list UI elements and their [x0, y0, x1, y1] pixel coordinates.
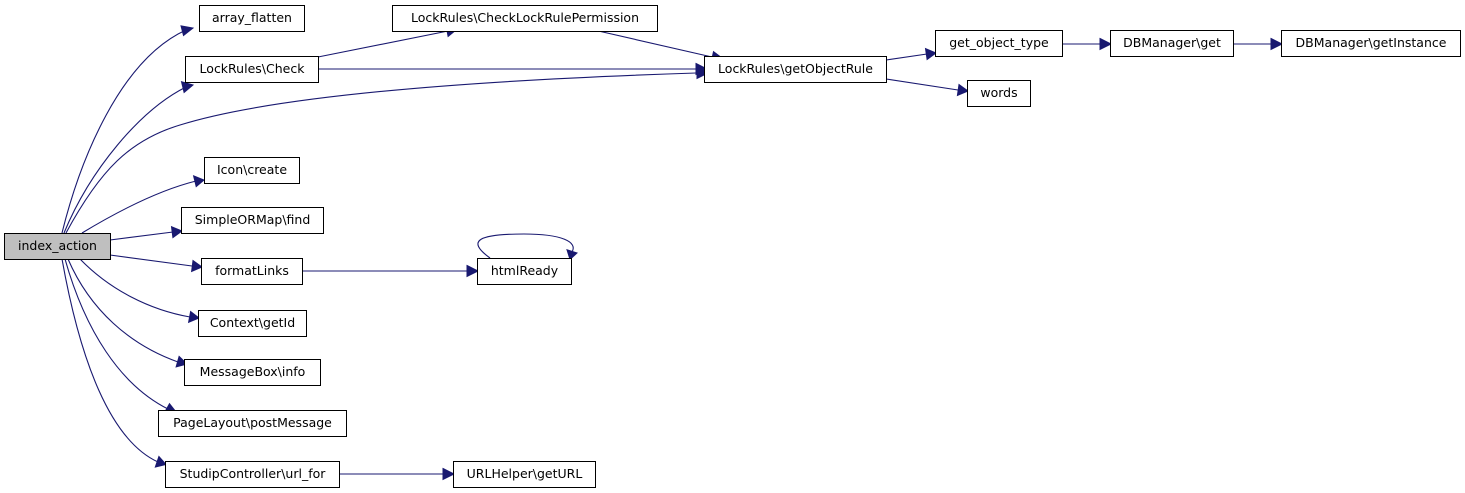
edge-index-action-to-studipcontroller-url-for	[61, 258, 167, 468]
node-urlhelper-geturl[interactable]: URLHelper\getURL	[453, 461, 596, 488]
node-label: index_action	[18, 238, 97, 253]
node-label: SimpleORMap\find	[195, 212, 311, 227]
node-simpleormap-find[interactable]: SimpleORMap\find	[181, 207, 324, 234]
node-label: LockRules\Check	[200, 61, 306, 76]
edge-checklockrulepermission-to-getobjectrule	[593, 29, 724, 64]
edge-htmlready-self-loop	[477, 233, 578, 261]
node-label: DBManager\get	[1123, 35, 1221, 50]
edge-url-for-to-urlhelper-geturl	[339, 467, 456, 481]
node-formatlinks[interactable]: formatLinks	[201, 258, 303, 285]
node-label: URLHelper\getURL	[467, 466, 583, 481]
edge-index-action-to-pagelayout-postmessage	[64, 258, 178, 413]
edge-get-object-type-to-dbmanager-get	[1062, 37, 1113, 51]
edge-index-action-to-array-flatten	[61, 25, 195, 234]
node-label: get_object_type	[949, 35, 1049, 50]
node-label: htmlReady	[491, 263, 559, 278]
node-getobjectrule[interactable]: LockRules\getObjectRule	[704, 56, 887, 83]
edge-dbmanager-get-to-getinstance	[1233, 37, 1284, 51]
node-label: MessageBox\info	[200, 364, 306, 379]
node-label: PageLayout\postMessage	[173, 415, 332, 430]
edge-index-action-to-icon-create	[81, 175, 205, 234]
node-studipcontroller-url-for[interactable]: StudipController\url_for	[165, 461, 340, 488]
node-label: LockRules\CheckLockRulePermission	[411, 10, 639, 25]
node-label: words	[980, 85, 1017, 100]
node-dbmanager-get[interactable]: DBManager\get	[1110, 30, 1234, 57]
edge-index-action-to-lockrules-check	[63, 80, 195, 234]
node-label: Context\getId	[210, 315, 295, 330]
node-label: DBManager\getInstance	[1296, 35, 1447, 50]
edge-check-to-getobjectrule	[318, 62, 709, 76]
node-words[interactable]: words	[967, 80, 1031, 107]
edge-index-action-to-messagebox-info	[67, 258, 188, 368]
node-index-action[interactable]: index_action	[4, 233, 111, 260]
node-lockrules-check[interactable]: LockRules\Check	[185, 56, 319, 83]
node-get-object-type[interactable]: get_object_type	[935, 30, 1063, 57]
node-context-getid[interactable]: Context\getId	[198, 310, 307, 337]
node-icon-create[interactable]: Icon\create	[204, 157, 300, 184]
edge-index-action-to-context-getid	[79, 258, 200, 324]
node-label: LockRules\getObjectRule	[718, 61, 873, 76]
edge-index-action-to-get-object-rule	[65, 66, 710, 234]
node-htmlready[interactable]: htmlReady	[477, 258, 572, 285]
node-messagebox-info[interactable]: MessageBox\info	[184, 359, 321, 386]
call-nodes: index_action array_flatten LockRules\Che…	[4, 5, 1461, 488]
node-label: array_flatten	[212, 10, 292, 25]
edge-formatlinks-to-htmlready	[302, 264, 480, 278]
node-array-flatten[interactable]: array_flatten	[199, 5, 305, 32]
edge-getobjectrule-to-words	[885, 78, 970, 97]
edge-getobjectrule-to-get-object-type	[885, 47, 938, 61]
edge-index-action-to-simpleormap-find	[109, 225, 184, 241]
node-checklockrulepermission[interactable]: LockRules\CheckLockRulePermission	[392, 5, 658, 32]
edge-index-action-to-formatlinks	[109, 254, 204, 273]
node-label: Icon\create	[217, 162, 287, 177]
node-dbmanager-getinstance[interactable]: DBManager\getInstance	[1281, 30, 1461, 57]
node-pagelayout-postmessage[interactable]: PageLayout\postMessage	[158, 410, 347, 437]
node-label: formatLinks	[215, 263, 289, 278]
node-label: StudipController\url_for	[180, 466, 327, 481]
